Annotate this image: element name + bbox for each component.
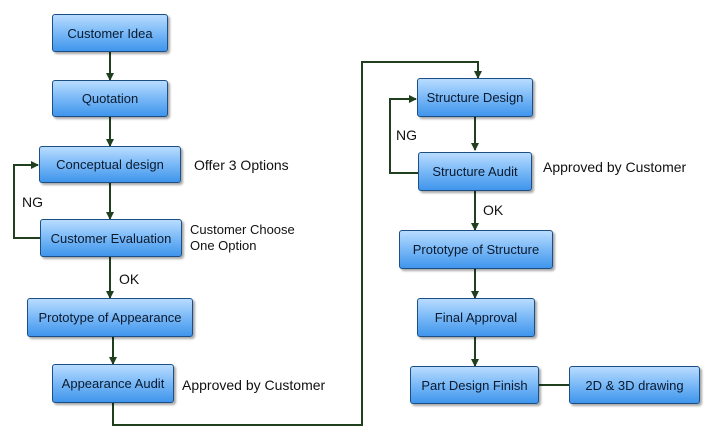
node-final-approval: Final Approval bbox=[417, 298, 535, 337]
node-customer-evaluation: Customer Evaluation bbox=[40, 219, 182, 257]
node-part-design-finish: Part Design Finish bbox=[410, 366, 539, 404]
node-structure-design: Structure Design bbox=[417, 78, 533, 117]
node-prototype-appearance: Prototype of Appearance bbox=[27, 298, 193, 337]
node-customer-idea: Customer Idea bbox=[52, 14, 168, 52]
note-customer-choose-line2: One Option bbox=[190, 238, 257, 253]
arrow-evaluation-ng-loop bbox=[13, 161, 40, 239]
note-approved-structure: Approved by Customer bbox=[543, 159, 687, 175]
node-conceptual-design: Conceptual design bbox=[39, 146, 181, 183]
node-quotation: Quotation bbox=[52, 80, 168, 117]
node-prototype-structure: Prototype of Structure bbox=[399, 230, 553, 269]
edge-label-ok-right: OK bbox=[483, 202, 504, 218]
edge-label-ng-right: NG bbox=[396, 127, 417, 143]
note-customer-choose: Customer Choose One Option bbox=[190, 222, 295, 254]
note-approved-appearance: Approved by Customer bbox=[182, 377, 326, 393]
note-offer-options: Offer 3 Options bbox=[194, 157, 289, 173]
node-2d-3d-drawing: 2D & 3D drawing bbox=[569, 366, 700, 404]
node-structure-audit: Structure Audit bbox=[418, 152, 532, 191]
node-appearance-audit: Appearance Audit bbox=[52, 364, 174, 403]
note-customer-choose-line1: Customer Choose bbox=[190, 222, 295, 237]
arrow-structure-audit-ng-loop bbox=[389, 95, 418, 174]
edge-label-ng-left: NG bbox=[22, 194, 43, 210]
edge-label-ok-left: OK bbox=[119, 271, 140, 287]
arrow-appearance-to-structure bbox=[112, 61, 482, 426]
